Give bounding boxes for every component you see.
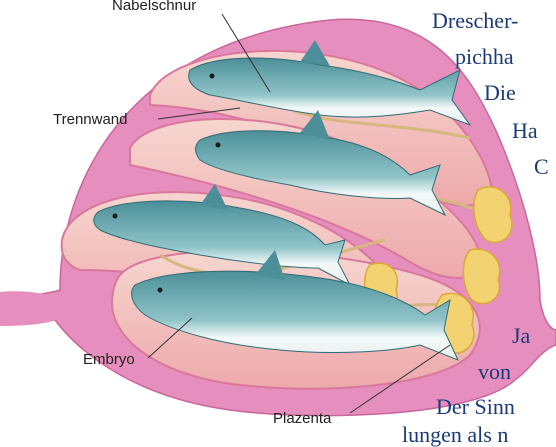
body-text-line-3: Die xyxy=(484,82,516,104)
body-text-line-7: von xyxy=(478,361,511,383)
body-text-line-2: pichha xyxy=(455,46,514,68)
body-text-line-1: Drescher- xyxy=(432,10,518,32)
body-text-line-8: Der Sinn xyxy=(436,396,515,418)
body-text-line-9: lungen als n xyxy=(402,424,508,446)
body-text-line-4: Ha xyxy=(512,120,538,142)
placenta-second xyxy=(463,249,499,304)
label-trennwand: Trennwand xyxy=(53,112,128,127)
uterus-left-stub xyxy=(0,291,62,326)
label-embryo: Embryo xyxy=(83,352,135,367)
body-text-line-6: Ja xyxy=(512,325,530,347)
label-plazenta: Plazenta xyxy=(273,411,331,426)
label-nabelschnur: Nabelschnur xyxy=(112,0,196,13)
body-text-line-5: C xyxy=(534,156,549,178)
